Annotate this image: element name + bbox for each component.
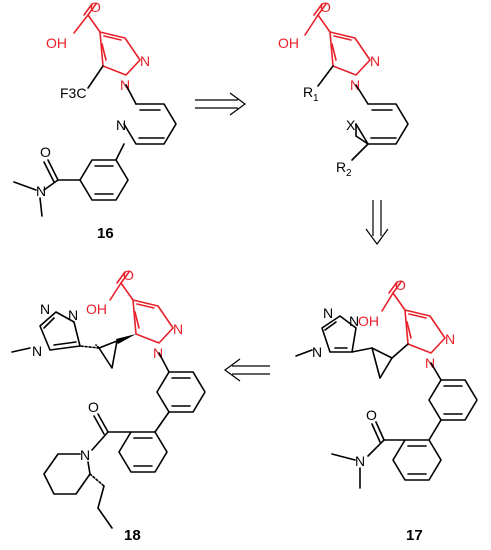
label-N2-16: N	[140, 53, 150, 69]
pyrazole-core-18	[109, 271, 174, 344]
label-O-general: O	[320, 0, 331, 15]
cyclopropane-17	[371, 343, 409, 379]
label-O-18: O	[123, 267, 134, 283]
label-Ntz2-17: N	[323, 305, 333, 321]
retro-arrow-right	[195, 92, 247, 116]
retro-arrow-down	[365, 200, 389, 246]
label-OH-general: OH	[278, 35, 299, 51]
label-Oamide-18: O	[88, 399, 99, 415]
label-N1-general: N	[350, 77, 360, 93]
compound-number-18: 18	[124, 527, 141, 544]
pyrazole-core-16	[73, 3, 141, 76]
phenyl-ring-b-18	[118, 411, 170, 473]
retro-arrow-left	[223, 358, 270, 382]
label-Namide-17: N	[355, 453, 365, 469]
pyrazole-core-17	[381, 281, 446, 354]
label-X: X	[346, 117, 356, 133]
label-OH-18: OH	[86, 301, 107, 317]
piperidine-ring-18	[43, 453, 91, 495]
phenyl-ring-b-17	[392, 419, 442, 481]
pyrazole-core-general	[304, 3, 371, 76]
label-R1-sub: 1	[313, 93, 319, 104]
pyridine-ring-16	[123, 84, 177, 145]
label-N2-17: N	[445, 331, 455, 347]
label-Oamide-17: O	[366, 407, 377, 423]
label-CF3-16: F3C	[60, 85, 86, 101]
label-Ntz1-17: N	[349, 313, 359, 329]
label-R2-sub: 2	[346, 168, 352, 179]
compound-18: O OH N N N N N	[11, 267, 206, 544]
label-O-17: O	[395, 277, 406, 293]
general-structure: O OH N N R 1 X R 2	[278, 0, 409, 179]
label-O-16: O	[90, 0, 101, 15]
phenyl-ring-a-17	[428, 362, 478, 421]
compound-17: O OH N N N N N	[295, 277, 478, 544]
label-OH-16: OH	[46, 35, 67, 51]
label-Ntz2-18: N	[40, 301, 50, 317]
compound-number-16: 16	[97, 225, 114, 242]
compound-16: O OH N N F3C N O N 16	[13, 0, 177, 242]
label-OH-17: OH	[358, 313, 379, 329]
label-Oamide-16: O	[40, 144, 51, 160]
benzene-ring-16	[79, 143, 129, 201]
propyl-chain-18	[89, 473, 113, 529]
label-N1-16: N	[120, 77, 130, 93]
label-Ntz3-18: N	[32, 343, 42, 359]
label-Npip-18: N	[80, 447, 90, 463]
label-Ntz1-18: N	[68, 307, 78, 323]
triazole-17	[321, 315, 373, 353]
label-N1-17: N	[425, 355, 435, 371]
label-Npy-16: N	[116, 117, 126, 133]
label-R1: R	[303, 84, 313, 100]
aryl-ring-general	[355, 84, 409, 145]
triazole-18	[39, 311, 81, 351]
label-R2: R	[336, 159, 346, 175]
label-N2-18: N	[173, 321, 183, 337]
label-Namide-16: N	[36, 183, 46, 199]
label-N2-general: N	[370, 53, 380, 69]
compound-number-17: 17	[406, 527, 423, 544]
label-N1-18: N	[153, 345, 163, 361]
label-Ntz3-17: N	[312, 344, 322, 360]
cyclopropane-18	[79, 334, 136, 369]
phenyl-ring-a-18	[156, 352, 206, 413]
